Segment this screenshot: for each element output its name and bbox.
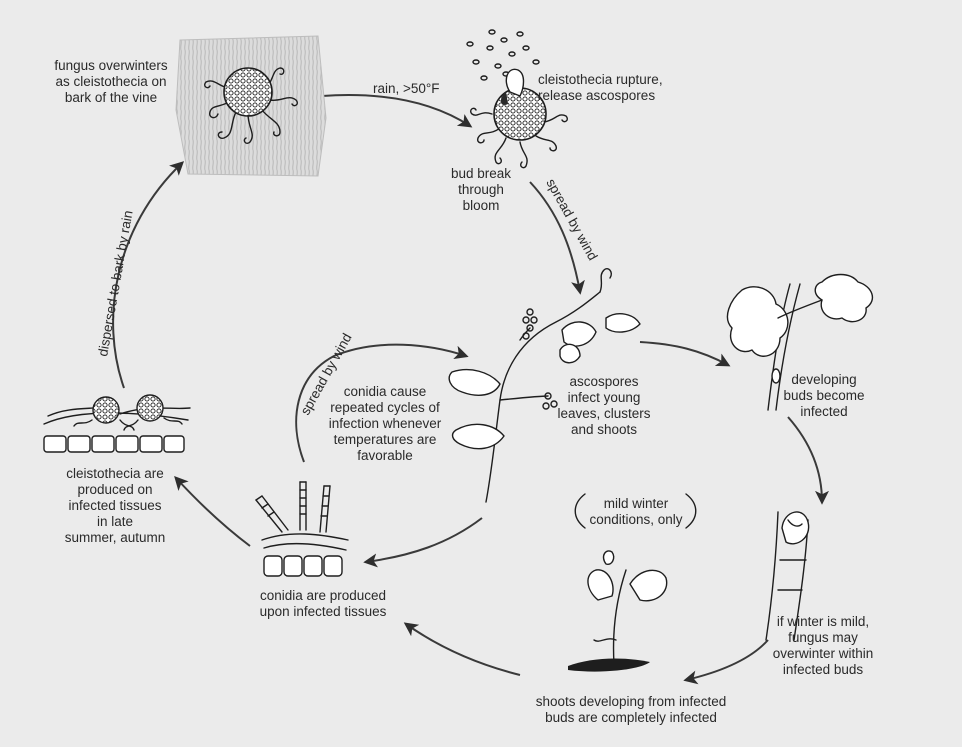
arrow-spread-wind-2 [295,343,469,463]
arrow-to-conidia-produced [403,622,521,676]
bud-leaves-icon [726,273,874,411]
grape-shoot-icon [448,268,641,503]
arrow-to-shoots [683,639,769,685]
arrow-rain-temp [321,94,473,128]
spore-burst-icon [466,29,569,169]
infected-tissue-icon [261,533,349,577]
arrow-to-cleistothecia-produced [174,475,251,547]
arrow-dispersed-rain [112,161,185,389]
paren-left [574,493,586,529]
arrow-to-dormant-bud [787,416,829,505]
bark-icon [175,35,327,177]
infected-shoot-icon [568,550,668,672]
paren-right [685,493,697,529]
arrow-to-developing-buds [639,341,731,367]
conidiophore-icon [255,481,331,533]
label-spread-wind-1: spread by wind [543,176,600,263]
arrow-spread-wind-1 [529,181,585,295]
dormant-bud-icon [765,511,810,641]
label-rupture: cleistothecia rupture,release ascospores [538,72,663,103]
label-dispersed-rain: dispersed to bark by rain [95,209,135,357]
label-rain-temp: rain, >50°F [373,81,440,96]
arrow-shoot-to-conidia [363,517,483,568]
cleistothecia-tissue-icon [43,394,191,453]
cleistothecium-icon [203,67,299,145]
